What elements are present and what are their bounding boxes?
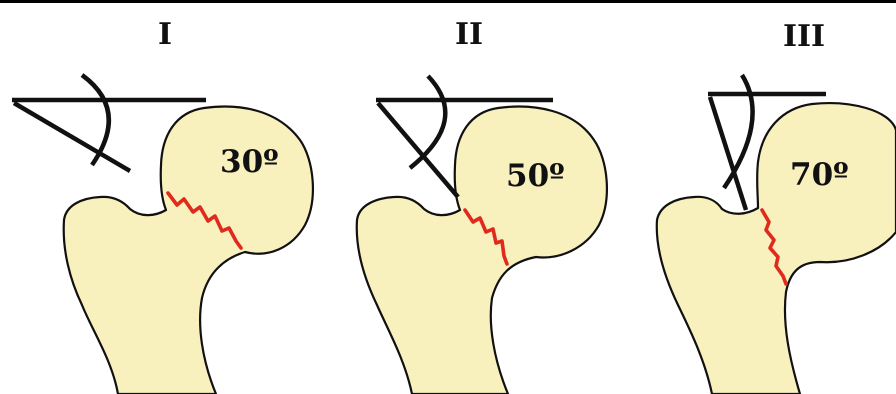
panel-1-angle-label: 30º <box>220 144 279 180</box>
panel-1-angle-arc <box>80 73 112 167</box>
panel-3-femur <box>655 102 896 394</box>
panel-2-numeral: II <box>455 17 483 52</box>
panel-2: II 50º <box>355 17 608 394</box>
panel-3-fracture-line <box>760 208 788 286</box>
panel-1-femur <box>62 105 314 394</box>
panel-3-numeral: III <box>783 19 825 54</box>
panel-3-angle-arc <box>722 73 755 190</box>
panel-1-fracture-line <box>166 191 243 250</box>
panel-1: I 30º <box>12 17 314 394</box>
panel-3-fracture-angle-line <box>707 96 749 211</box>
panel-2-fracture-angle-line <box>376 101 460 199</box>
top-border <box>0 0 896 3</box>
panel-1-numeral: I <box>158 17 172 52</box>
panel-3-angle-label: 70º <box>790 157 849 193</box>
panel-2-angle-arc <box>408 74 448 170</box>
panel-1-fracture-angle-line <box>12 101 132 173</box>
panel-2-fracture-line <box>463 208 509 266</box>
panel-2-angle-label: 50º <box>506 158 565 194</box>
panel-2-femur <box>355 105 608 394</box>
panel-3: III 70º <box>655 19 896 394</box>
